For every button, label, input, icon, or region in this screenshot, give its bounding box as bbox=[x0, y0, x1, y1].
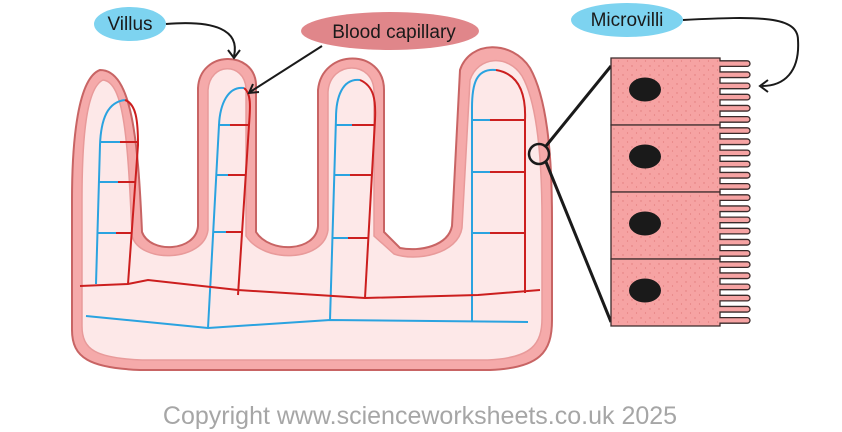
epithelial-cell bbox=[610, 191, 751, 260]
villus-arrow bbox=[165, 22, 236, 57]
copyright-text: Copyright www.scienceworksheets.co.uk 20… bbox=[163, 402, 677, 430]
cell-nucleus-icon bbox=[629, 278, 661, 303]
cell-nucleus-icon bbox=[629, 144, 661, 169]
blood-capillary-arrowhead bbox=[247, 83, 260, 95]
epithelial-cell bbox=[610, 258, 751, 327]
blood-capillary-label: Blood capillary bbox=[301, 12, 479, 50]
cell-cytoplasm bbox=[613, 261, 718, 324]
cell-cytoplasm bbox=[613, 127, 718, 190]
blood-capillary-arrow bbox=[249, 45, 323, 93]
magnify-circle-icon bbox=[527, 142, 551, 166]
blood-capillary-label-text: Blood capillary bbox=[332, 22, 456, 43]
villus-label-text: Villus bbox=[107, 14, 152, 35]
epithelial-cell bbox=[610, 124, 751, 193]
microvilli-arrowhead bbox=[758, 79, 769, 93]
villus-label-bubble bbox=[94, 7, 166, 41]
capillary-network bbox=[79, 68, 541, 330]
zoom-line-top bbox=[544, 65, 613, 147]
epithelial-cell bbox=[610, 57, 751, 126]
cell-cytoplasm bbox=[613, 194, 718, 257]
zoom-line-bottom bbox=[544, 161, 613, 323]
villus-label: Villus bbox=[94, 7, 166, 41]
microvilli-label: Microvilli bbox=[571, 3, 683, 37]
microvilli-label-text: Microvilli bbox=[591, 10, 664, 31]
artery-vessels bbox=[79, 69, 541, 300]
microvilli-label-bubble bbox=[571, 3, 683, 37]
villus-arrowhead bbox=[227, 49, 241, 60]
blood-capillary-label-bubble bbox=[301, 12, 479, 50]
microvilli-arrow bbox=[682, 17, 800, 87]
cell-nucleus-icon bbox=[629, 211, 661, 236]
cell-cytoplasm bbox=[613, 60, 718, 123]
cell-nucleus-icon bbox=[629, 77, 661, 102]
vein-vessels bbox=[85, 68, 529, 330]
epithelial-cells bbox=[610, 57, 751, 327]
